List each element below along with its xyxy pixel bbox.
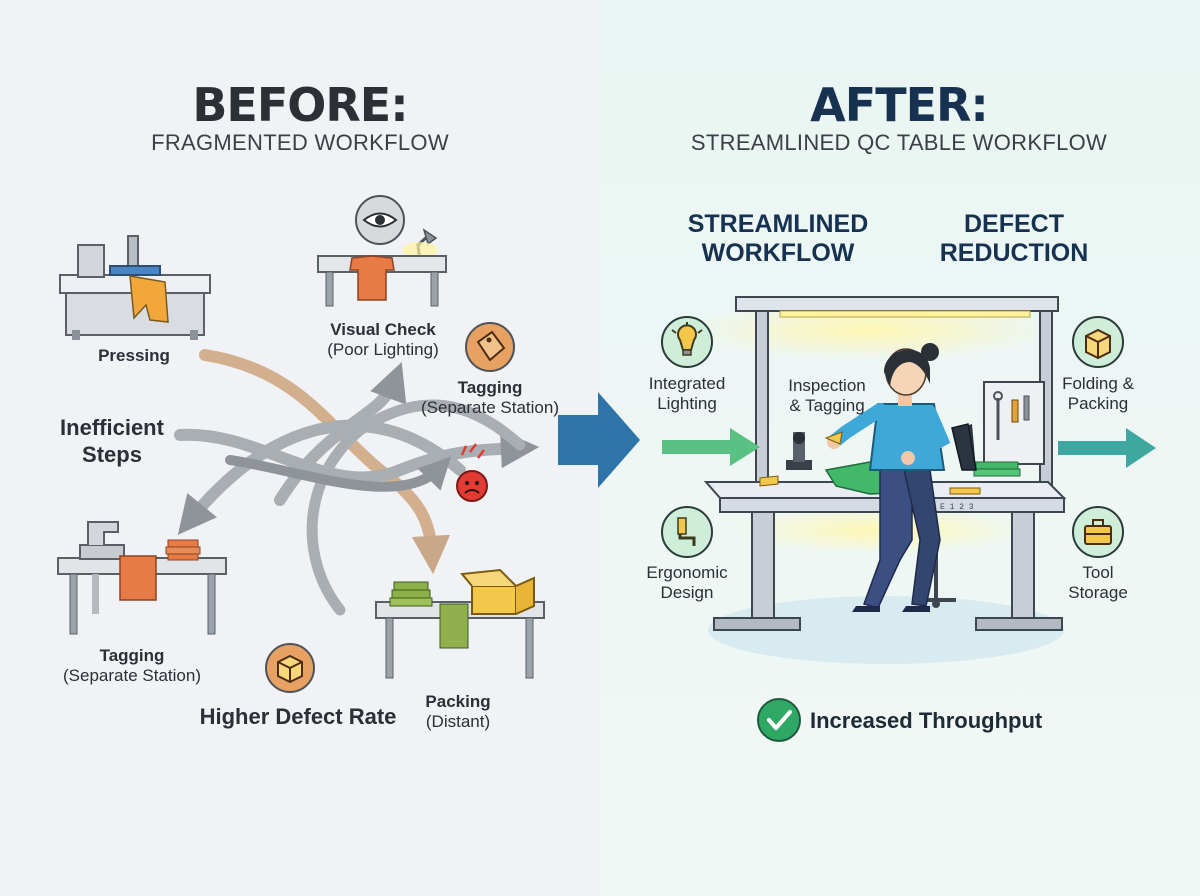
visual-check-title: Visual Check [330,320,436,339]
defect-rate-label: Higher Defect Rate [199,704,397,729]
streamlined-heading-line2: WORKFLOW [701,239,855,267]
visual-check-label: Visual Check (Poor Lighting) [327,320,439,360]
defect-heading: DEFECT REDUCTION [940,210,1089,268]
tag-scanner [786,432,812,470]
lightbulb-icon [671,322,703,356]
tagging-bottom-title: Tagging [99,646,165,665]
inefficient-flow-arrows [174,349,540,616]
lamp-icon [402,228,438,263]
inspection-line1: Inspection [788,376,866,395]
before-subtitle: FRAGMENTED WORKFLOW [151,130,449,155]
integrated-line2: Lighting [657,394,717,413]
tool-line2: Storage [1068,583,1128,602]
ergonomic-badge [661,506,713,558]
tool-line1: Tool [1082,563,1114,582]
folding-line2: Packing [1067,394,1129,413]
chair-icon [677,517,696,546]
tool-storage-badge [1072,506,1124,558]
packing-station [375,568,545,679]
streamlined-heading-line1: STREAMLINED [687,210,869,238]
ergonomic-chair [951,423,977,471]
check-icon [767,710,792,730]
tag-station-top [465,322,515,372]
eye-icon [362,212,398,228]
tagging-top-label: Tagging (Separate Station) [421,378,559,418]
inefficient-line1: Inefficient [60,415,164,440]
ergonomic-line1: Ergonomic [646,563,728,582]
tag-icon [476,330,506,362]
tagging-bottom-note: (Separate Station) [63,666,201,685]
transition-arrow [558,392,640,488]
after-subtitle: STREAMLINED QC TABLE WORKFLOW [690,130,1108,155]
inspection-label: Inspection & Tagging [788,376,866,416]
floor-platform [708,596,1064,664]
box-badge [265,643,315,693]
tagging-bottom-label: Tagging (Separate Station) [63,646,201,686]
packing-title: Packing [425,692,491,711]
packing-label: Packing (Distant) [425,692,490,732]
after-title: AFTER: [810,78,989,132]
integrated-lighting-label: Integrated Lighting [649,374,726,414]
box-icon [1085,328,1111,360]
inspection-line2: & Tagging [789,396,865,415]
defect-heading-line2: REDUCTION [939,239,1089,267]
inefficient-line2: Steps [82,442,142,467]
lighting-badge [661,316,713,368]
folding-badge [1072,316,1124,368]
box-icon [277,654,303,684]
ergonomic-line2: Design [660,583,714,602]
tool-storage-label: Tool Storage [1068,563,1128,603]
streamlined-heading: STREAMLINED WORKFLOW [688,210,869,268]
visual-check-note: (Poor Lighting) [327,340,439,359]
table-code: E 1 2 3 [940,503,974,512]
throughput-label: Increased Throughput [810,708,1043,733]
pressing-label-text: Pressing [98,346,170,365]
before-title: BEFORE: [192,78,408,132]
folding-line1: Folding & [1062,374,1134,393]
folding-label: Folding & Packing [1062,374,1134,414]
tagging-station-bottom [57,521,227,635]
worker [824,343,976,612]
packing-note: (Distant) [425,712,491,731]
tagging-top-note: (Separate Station) [421,398,559,417]
pressing-station [59,235,211,340]
streamlined-flow-arrows [662,428,1156,468]
toolbox-icon [1084,519,1112,545]
visual-check-station [317,195,447,307]
tool-pegboard [983,381,1045,465]
ergonomic-label: Ergonomic Design [646,563,727,603]
pressing-label: Pressing [98,346,170,366]
defect-heading-line1: DEFECT [963,210,1064,238]
throughput-badge [757,698,801,742]
defect-alert [456,443,488,502]
alert-icon [464,481,480,494]
inefficient-steps-label: Inefficient Steps [60,414,164,468]
tagging-top-title: Tagging [457,378,523,397]
integrated-line1: Integrated [648,374,726,393]
